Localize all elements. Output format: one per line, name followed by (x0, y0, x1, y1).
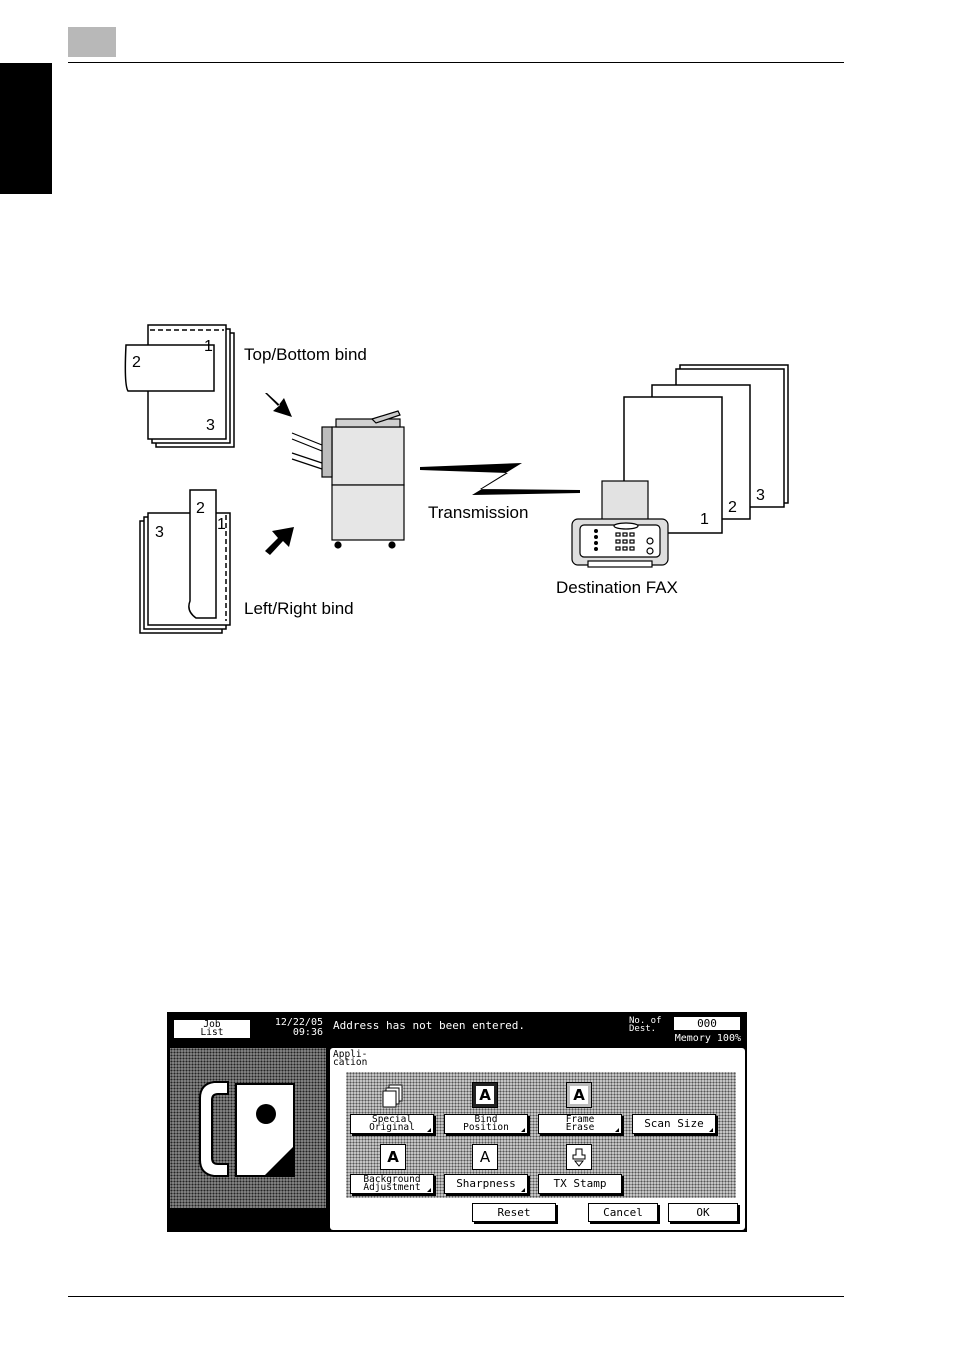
date-time: 12/22/05 09:36 (257, 1018, 323, 1040)
received-page-3: 3 (756, 487, 765, 504)
sharpness-icon: A (472, 1144, 498, 1170)
left-stack-page-3: 3 (155, 524, 164, 541)
ok-button[interactable]: OK (668, 1203, 738, 1222)
top-stack-page-3: 3 (206, 417, 215, 434)
cancel-button[interactable]: Cancel (588, 1203, 658, 1222)
bind-position-label: Bind Position (461, 1116, 511, 1132)
background-adjustment-label: Background Adjustment (354, 1176, 430, 1192)
frame-erase-button[interactable]: Frame Erase (538, 1114, 622, 1134)
fax-mode-icon (170, 1048, 326, 1208)
top-bottom-bind-label: Top/Bottom bind (244, 345, 367, 364)
sharpness-label: Sharpness (456, 1179, 516, 1189)
top-bottom-document-stack (125, 325, 234, 447)
left-right-document-stack (140, 490, 230, 633)
job-list-button[interactable]: Job List (173, 1019, 251, 1039)
tx-stamp-button[interactable]: TX Stamp (538, 1174, 622, 1194)
time-text: 09:36 (257, 1028, 323, 1038)
job-list-label: Job List (192, 1021, 232, 1037)
scan-size-button[interactable]: Scan Size (632, 1114, 716, 1134)
address-message: Address has not been entered. (333, 1019, 525, 1032)
tx-stamp-label: TX Stamp (554, 1179, 607, 1189)
message-bar: Address has not been entered. No. of Des… (329, 1014, 745, 1046)
top-stack-page-2: 2 (132, 354, 141, 371)
bind-position-button[interactable]: Bind Position (444, 1114, 528, 1134)
background-glyph: A (387, 1148, 399, 1166)
left-right-bind-label: Left/Right bind (244, 599, 354, 618)
memory-status: Memory 100% (649, 1033, 741, 1044)
frame-glyph: A (570, 1086, 588, 1104)
fax-control-panel-screen: Job List 12/22/05 09:36 Address has not … (167, 1012, 747, 1232)
memory-value: 100% (717, 1033, 741, 1044)
received-page-2: 2 (728, 499, 737, 516)
frame-erase-label: Frame Erase (560, 1116, 600, 1132)
dest-count-label: No. of Dest. (629, 1017, 673, 1033)
header-rule (68, 62, 844, 63)
fax-graphic-area (170, 1048, 326, 1208)
special-original-label: Special Original (364, 1116, 420, 1132)
arrow-down-right-icon (265, 393, 292, 417)
application-tab-label: Appli- cation (333, 1051, 377, 1067)
sharpness-glyph: A (480, 1148, 490, 1166)
transmission-diagram: 1 2 3 Top/Bottom bind 3 2 1 Left/Right b… (110, 315, 810, 645)
scan-size-label: Scan Size (644, 1119, 704, 1129)
destination-fax-label: Destination FAX (556, 578, 678, 597)
application-panel: Appli- cation A A Special Original Bind … (330, 1048, 745, 1230)
background-adjustment-button[interactable]: Background Adjustment (350, 1174, 434, 1194)
received-page-1: 1 (700, 511, 709, 528)
tx-stamp-icon (566, 1144, 592, 1170)
dest-count-value: 000 (697, 1017, 717, 1030)
footer-rule (68, 1296, 844, 1297)
dest-count-box: 000 (674, 1017, 740, 1030)
special-original-button[interactable]: Special Original (350, 1114, 434, 1134)
special-original-icon (380, 1082, 406, 1108)
transmission-lightning-icon (420, 463, 580, 495)
reset-label: Reset (497, 1208, 530, 1218)
chapter-side-tab (0, 63, 52, 194)
bind-position-icon: A (472, 1082, 498, 1108)
ok-label: OK (696, 1208, 709, 1218)
frame-erase-icon: A (566, 1082, 592, 1108)
cancel-label: Cancel (603, 1208, 643, 1218)
sharpness-button[interactable]: Sharpness (444, 1174, 528, 1194)
chapter-number-box (68, 27, 116, 57)
background-adjustment-icon: A (380, 1144, 406, 1170)
transmission-label: Transmission (428, 503, 528, 522)
bind-glyph: A (476, 1086, 494, 1104)
reset-button[interactable]: Reset (472, 1203, 556, 1222)
left-stack-page-1: 1 (217, 516, 226, 533)
left-stack-page-2: 2 (196, 500, 205, 517)
arrow-up-right-icon (265, 527, 294, 555)
top-stack-page-1: 1 (204, 338, 213, 355)
copier-machine-icon (292, 411, 404, 548)
memory-label: Memory (675, 1033, 711, 1044)
